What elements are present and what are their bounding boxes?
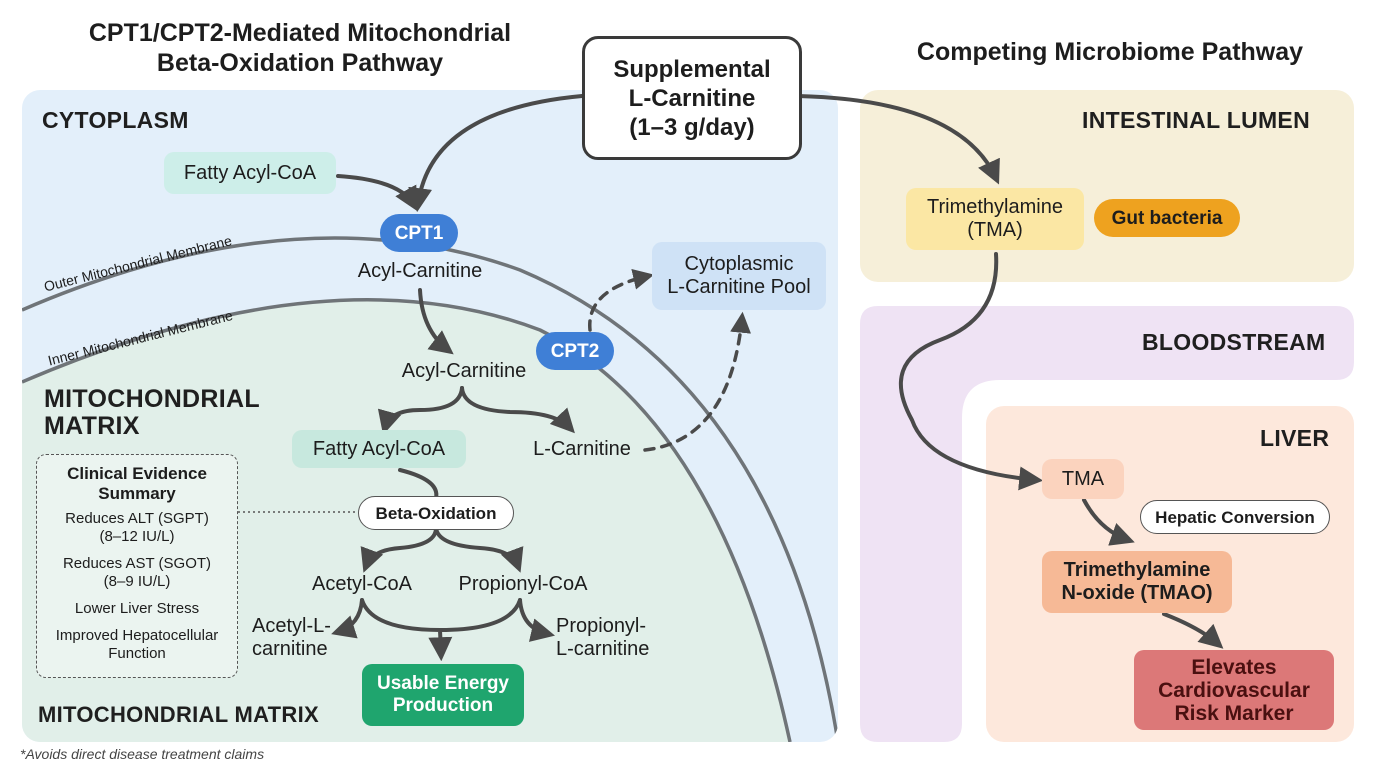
tma-liver-node: TMA: [1042, 459, 1124, 499]
arrow-beta-to-acetyl: [360, 526, 438, 573]
fatty-acyl-coa-matrix-node: Fatty Acyl-CoA: [292, 430, 466, 468]
evidence-item-line2: Function: [108, 645, 166, 662]
energy-line2: Production: [392, 695, 494, 716]
outer-membrane-line: [22, 236, 838, 742]
arrow-beta-to-propionyl: [434, 526, 524, 573]
supplement-line1: Supplemental: [613, 55, 771, 83]
arrow-branch-lcarnitine: [460, 386, 575, 434]
evidence-item-line1: Reduces AST (SGOT): [62, 555, 212, 572]
evidence-item-line1: Lower Liver Stress: [74, 600, 200, 617]
bloodstream-region: [860, 306, 1354, 742]
arrow-acylcarnitine-down: [418, 288, 454, 355]
lumen-label: INTESTINAL LUMEN: [1082, 107, 1310, 133]
propionyl-coa-node: Propionyl-CoA: [458, 573, 588, 595]
cyto-pool-line1: Cytoplasmic: [684, 253, 794, 275]
left-title-line2: Beta-Oxidation Pathway: [156, 49, 444, 77]
matrix-bottom-label: MITOCHONDRIAL MATRIX: [38, 702, 319, 727]
cpt2-enzyme: CPT2: [536, 332, 614, 370]
arrow-tmao-to-risk: [1162, 612, 1224, 649]
arrow-fattyacyl-to-cpt1: [336, 174, 418, 212]
propionyl-l-carnitine-line2: L-carnitine: [556, 638, 650, 660]
acetyl-coa-node: Acetyl-CoA: [311, 573, 413, 595]
propionyl-l-carnitine-line1: Propionyl-: [556, 615, 647, 637]
matrix-label: MITOCHONDRIAL MATRIX: [44, 386, 260, 440]
tmao-node: Trimethylamine N-oxide (TMAO): [1042, 551, 1232, 613]
hepatic-conversion-badge: Hepatic Conversion: [1140, 500, 1330, 534]
tma-line2: (TMA): [967, 219, 1023, 241]
cpt1-enzyme: CPT1: [380, 214, 458, 252]
inner-membrane-line: [22, 298, 792, 742]
clinical-evidence-box: Clinical Evidence Summary Reduces ALT (S…: [36, 454, 238, 678]
evidence-item-line1: Improved Hepatocellular: [55, 627, 219, 644]
evidence-item-line2: (8–12 IU/L): [99, 528, 175, 545]
evidence-title: Clinical Evidence Summary: [37, 464, 237, 504]
line-fattyacyl-to-beta: [398, 468, 439, 500]
risk-line2: Cardiovascular: [1158, 678, 1310, 702]
arrow-to-energy: [360, 598, 522, 654]
right-title: Competing Microbiome Pathway: [916, 38, 1304, 66]
evidence-items: Reduces ALT (SGPT) (8–12 IU/L) Reduces A…: [37, 510, 237, 663]
energy-line1: Usable Energy: [377, 673, 509, 694]
evidence-item: Improved Hepatocellular Function: [37, 627, 237, 663]
cytoplasmic-pool-node: Cytoplasmic L-Carnitine Pool: [652, 242, 826, 310]
cardiovascular-risk-node: Elevates Cardiovascular Risk Marker: [1134, 650, 1334, 730]
evidence-item-line1: Reduces ALT (SGPT): [65, 510, 209, 527]
evidence-item: Reduces AST (SGOT) (8–9 IU/L): [37, 555, 237, 591]
arrow-cpt2-to-pool-dashed: [588, 269, 655, 332]
evidence-title-line2: Summary: [98, 484, 176, 503]
cyto-pool-line2: L-Carnitine Pool: [667, 276, 811, 298]
beta-oxidation-node: Beta-Oxidation: [358, 496, 514, 530]
liver-label: LIVER: [1260, 425, 1330, 451]
evidence-item-line2: (8–9 IU/L): [103, 573, 171, 590]
fatty-acyl-coa-top-node: Fatty Acyl-CoA: [164, 152, 336, 194]
evidence-item: Lower Liver Stress: [37, 600, 237, 618]
footnote: *Avoids direct disease treatment claims: [20, 746, 265, 762]
left-title-line1: CPT1/CPT2-Mediated Mitochondrial: [88, 19, 512, 47]
risk-line1: Elevates: [1191, 655, 1277, 679]
supplement-box: Supplemental L-Carnitine (1–3 g/day): [582, 36, 802, 160]
arrow-supplement-to-tma: [796, 94, 1000, 185]
energy-production-node: Usable Energy Production: [362, 664, 524, 726]
acyl-carnitine-2: Acyl-Carnitine: [401, 360, 527, 382]
gut-bacteria-badge: Gut bacteria: [1094, 199, 1240, 237]
left-title: CPT1/CPT2-Mediated Mitochondrial Beta-Ox…: [40, 18, 560, 78]
arrow-tma-to-tmao: [1082, 498, 1135, 546]
tmao-line2: N-oxide (TMAO): [1061, 582, 1213, 604]
cytoplasm-label: CYTOPLASM: [42, 107, 189, 133]
tma-lumen-node: Trimethylamine (TMA): [906, 188, 1084, 250]
risk-line3: Risk Marker: [1174, 701, 1294, 725]
arrow-branch-fattyacyl: [377, 386, 464, 435]
tmao-line1: Trimethylamine: [1063, 559, 1211, 581]
arrow-propionyl-to-propionylcarnitine: [518, 598, 556, 642]
matrix-label-line2: MATRIX: [44, 412, 140, 440]
l-carnitine-node: L-Carnitine: [533, 438, 631, 460]
matrix-label-line1: MITOCHONDRIAL: [44, 385, 260, 413]
arrow-supplement-to-cpt1: [408, 94, 584, 213]
tma-line1: Trimethylamine: [927, 196, 1063, 218]
bloodstream-label: BLOODSTREAM: [1142, 329, 1326, 355]
acetyl-l-carnitine-line1: Acetyl-L-: [252, 615, 331, 637]
propionyl-l-carnitine-node: Propionyl- L-carnitine: [556, 615, 666, 661]
acetyl-l-carnitine-line2: carnitine: [252, 638, 328, 660]
supplement-line3: (1–3 g/day): [629, 113, 755, 141]
arrow-lcarnitine-to-pool-dashed: [643, 311, 752, 452]
evidence-item: Reduces ALT (SGPT) (8–12 IU/L): [37, 510, 237, 546]
acetyl-l-carnitine-node: Acetyl-L- carnitine: [252, 615, 344, 661]
arrow-tma-to-liver: [898, 252, 1044, 491]
supplement-line2: L-Carnitine: [628, 84, 756, 112]
acyl-carnitine-1: Acyl-Carnitine: [357, 260, 483, 282]
evidence-title-line1: Clinical Evidence: [67, 464, 207, 483]
